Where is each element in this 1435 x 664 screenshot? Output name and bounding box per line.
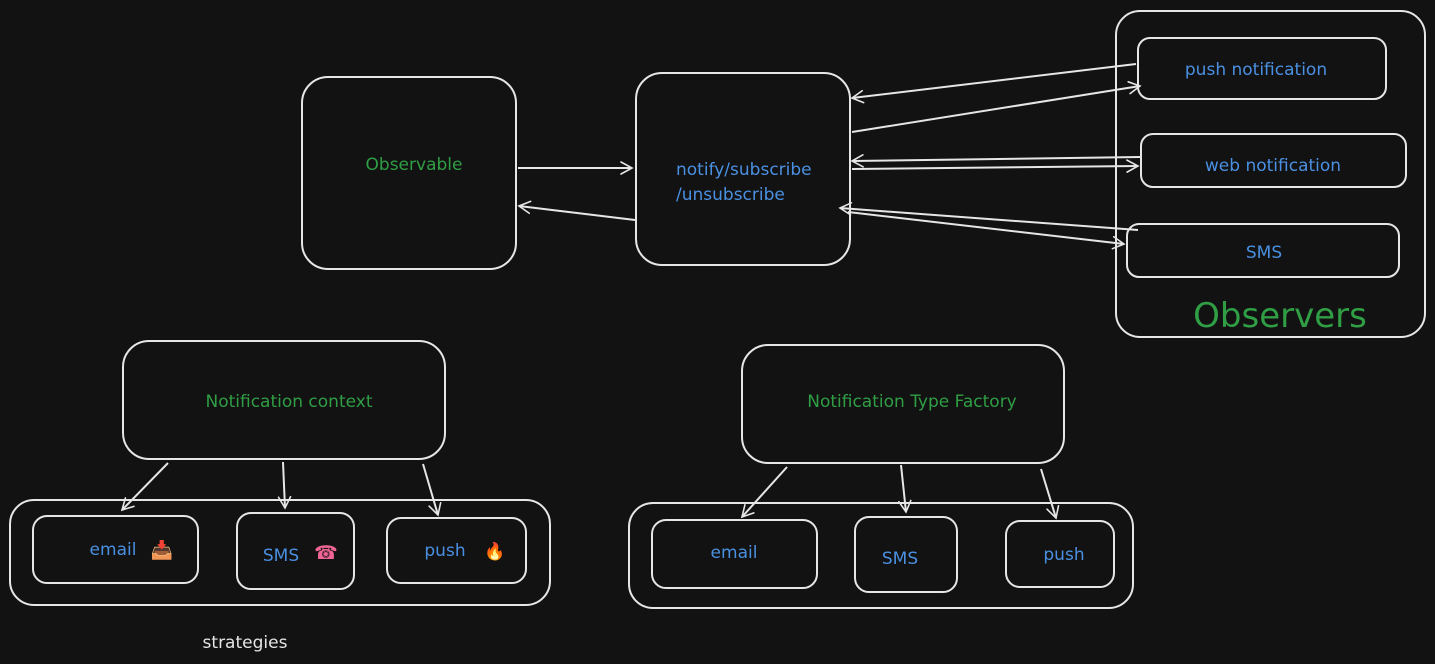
subject-node: notify/subscribe /unsubscribe — [635, 72, 851, 266]
arrow-factory-to-email — [740, 466, 788, 519]
telephone-icon: ☎ — [314, 542, 338, 564]
strategy-label: SMS — [263, 546, 299, 566]
factory-node: Notification Type Factory — [741, 344, 1065, 464]
observer-web-notification: web notification — [1140, 133, 1407, 188]
product-label: SMS — [882, 549, 918, 569]
observers-title: Observers — [1193, 296, 1367, 336]
observable-label: Observable — [366, 155, 463, 175]
arrow-factory-to-sms — [898, 464, 912, 514]
subject-label-line-2: /unsubscribe — [676, 185, 785, 205]
arrow-web-to-subject — [850, 154, 1141, 168]
notification-context-label: Notification context — [205, 392, 372, 412]
arrow-subject-to-push — [851, 81, 1142, 133]
arrow-subject-to-sms — [847, 211, 1126, 250]
arrow-factory-to-push — [1040, 468, 1060, 520]
arrow-sms-to-subject — [838, 202, 1139, 231]
arrow-push-to-subject — [850, 63, 1137, 104]
strategy-push: push 🔥 — [386, 517, 527, 584]
observer-label: SMS — [1246, 243, 1282, 263]
strategies-label: strategies — [203, 633, 288, 653]
factory-label: Notification Type Factory — [807, 392, 1017, 412]
factory-products-group — [628, 502, 1134, 609]
inbox-tray-icon: 📥 — [151, 539, 173, 561]
product-push: push — [1005, 520, 1115, 588]
notification-context-node: Notification context — [122, 340, 446, 460]
subject-label-line-1: notify/subscribe — [676, 160, 812, 180]
arrow-context-to-email — [120, 462, 169, 512]
product-sms: SMS — [854, 516, 958, 593]
product-label: push — [1043, 545, 1084, 565]
observer-label: web notification — [1205, 156, 1341, 176]
strategy-sms: SMS ☎ — [236, 512, 355, 590]
arrow-subject-to-observable — [517, 200, 636, 221]
arrow-context-to-push — [422, 463, 442, 517]
product-label: email — [711, 543, 758, 563]
strategy-label: push — [424, 541, 465, 561]
observer-label: push notification — [1185, 60, 1327, 80]
strategy-email: email 📥 — [32, 515, 199, 584]
observer-push-notification: push notification — [1137, 37, 1387, 100]
strategy-label: email — [90, 540, 137, 560]
product-email: email — [651, 519, 818, 589]
observer-sms: SMS — [1126, 223, 1400, 278]
arrow-subject-to-web — [851, 159, 1140, 173]
flame-icon: 🔥 — [484, 541, 505, 562]
observable-node: Observable — [301, 76, 517, 270]
arrow-context-to-sms — [277, 461, 292, 510]
observers-group: Observers — [1115, 10, 1426, 338]
